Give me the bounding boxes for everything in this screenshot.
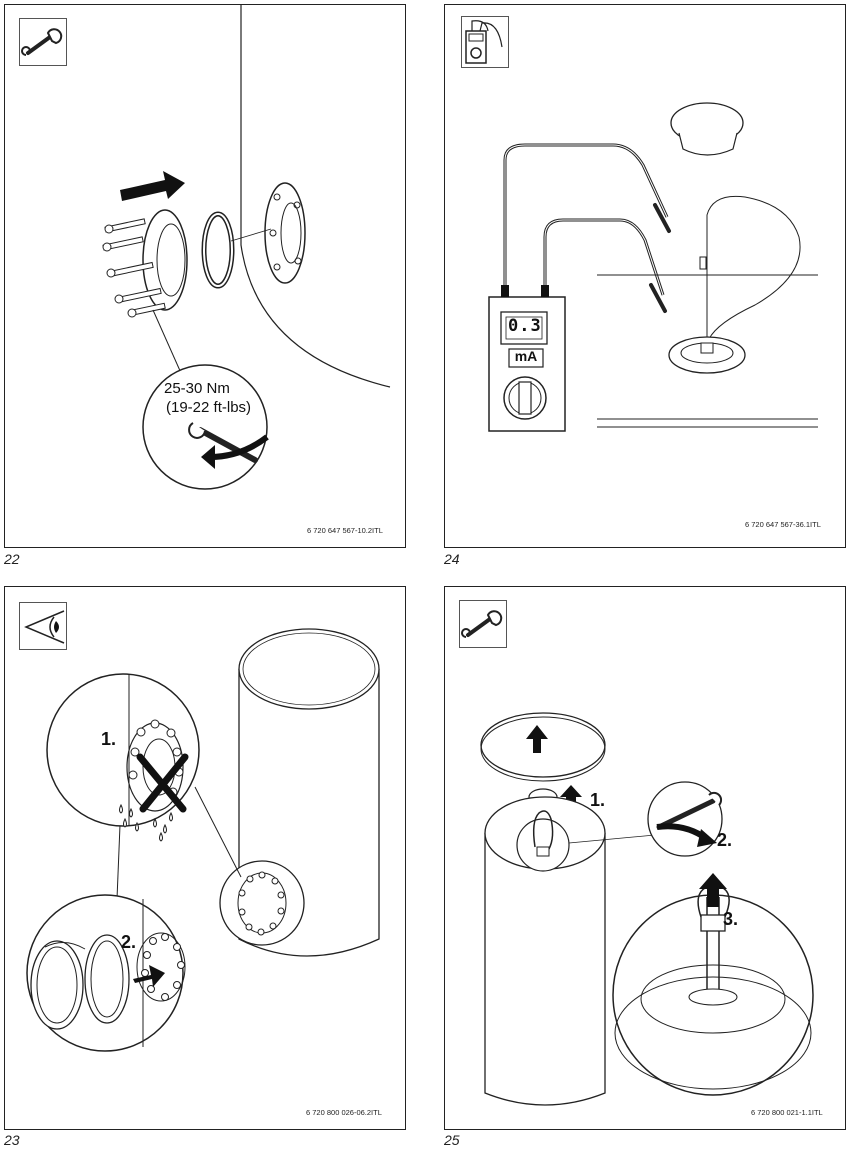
meter-unit-label: mA xyxy=(514,348,538,364)
figure-number: 25 xyxy=(444,1132,460,1148)
step-2-label: 2. xyxy=(121,932,137,952)
flange-assembly-drawing xyxy=(102,5,391,490)
step-1-label: 1. xyxy=(590,790,606,810)
step-2-label: 2. xyxy=(717,830,733,850)
wrench-icon xyxy=(459,600,507,648)
figure-number: 24 xyxy=(444,551,460,567)
eye-icon xyxy=(19,602,67,650)
torque-value-ftlbs: (19-22 ft-lbs) xyxy=(166,399,252,416)
anode-removal-drawing xyxy=(480,712,814,1106)
figure-code: 6 720 800 021-1.1ITL xyxy=(751,1108,823,1117)
tank-inspection-drawing xyxy=(26,628,380,1052)
step-3-label: 3. xyxy=(723,909,739,929)
figure-code: 6 720 647 567-10.2ITL xyxy=(307,526,383,535)
step-1-label: 1. xyxy=(101,729,117,749)
torque-value-nm: 25-30 Nm xyxy=(164,380,230,397)
meter-display-reading: 0.3 xyxy=(508,316,542,336)
figure-number: 23 xyxy=(4,1132,20,1148)
current-measurement-drawing xyxy=(488,102,818,432)
figure-code: 6 720 647 567-36.1ITL xyxy=(745,520,821,529)
figure-23-panel: 1. 2. 6 720 800 026-06.2ITL xyxy=(4,586,406,1130)
figure-25-panel: 1. 2. 3. 6 720 800 021-1.1ITL xyxy=(444,586,846,1130)
figure-code: 6 720 800 026-06.2ITL xyxy=(306,1108,382,1117)
figure-24-panel: 0.3 mA 6 720 647 567-36.1ITL xyxy=(444,4,846,548)
figure-22-panel: 25-30 Nm (19-22 ft-lbs) 6 720 647 567-10… xyxy=(4,4,406,548)
wrench-icon xyxy=(19,18,67,66)
figure-number: 22 xyxy=(4,551,20,567)
multimeter-icon xyxy=(461,16,509,68)
